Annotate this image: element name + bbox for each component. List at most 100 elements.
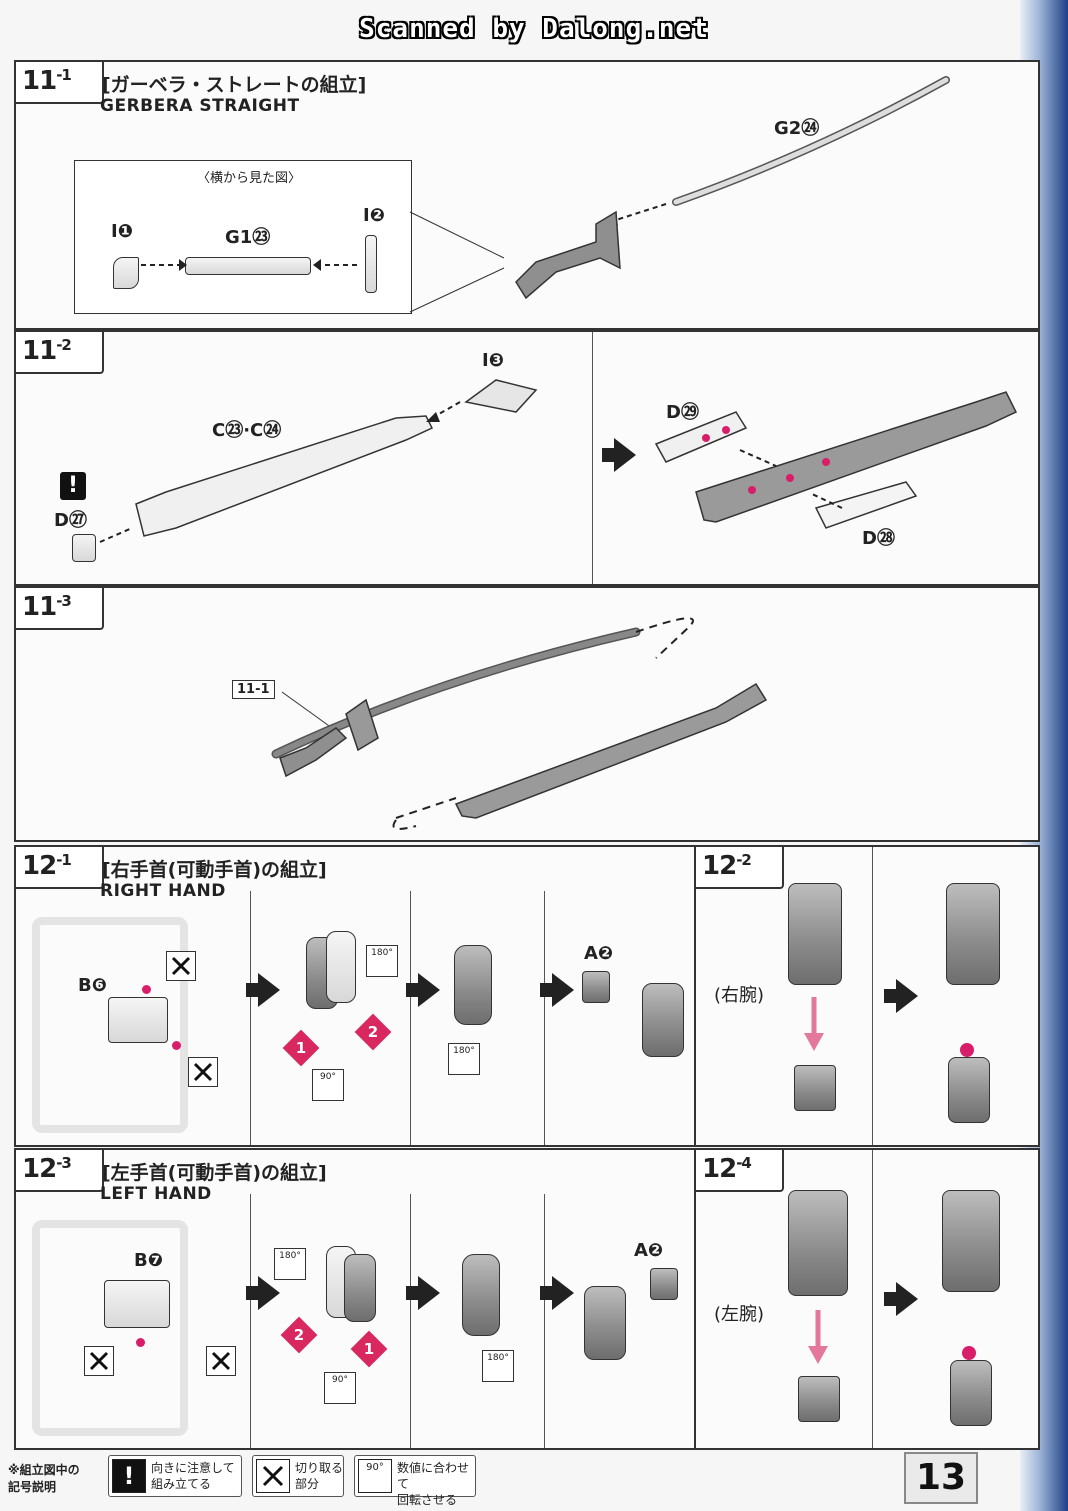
order-badge-2: 2 <box>354 1013 392 1051</box>
legend-text: 切り取る 部分 <box>295 1461 344 1491</box>
rotate-icon: 90° <box>312 1069 344 1101</box>
sheath-cap-piece <box>72 534 96 562</box>
step-12-1-panel: 12-1 [右手首(可動手首)の組立] RIGHT HAND B❻ 1 2 18… <box>14 845 696 1147</box>
panel-divider <box>872 847 873 1145</box>
step-arrow <box>540 973 574 1007</box>
assembled-hand <box>948 1057 990 1123</box>
part-label-g2-24: G2㉔ <box>774 118 820 139</box>
symbol-legend: ※組立図中の 記号説明 ! 向きに注意して 組み立てる 切り取る 部分 90° … <box>0 1450 1068 1511</box>
wrist-cap-piece <box>650 1268 678 1300</box>
caution-icon: ! <box>60 472 86 500</box>
panel-divider <box>250 891 251 1145</box>
forearm-piece <box>946 883 1000 985</box>
step-number: 12-1 <box>22 851 72 881</box>
legend-item-cut: 切り取る 部分 <box>252 1455 344 1497</box>
step-arrow <box>540 1276 574 1310</box>
nipper-icon <box>206 1346 236 1376</box>
panel-divider <box>592 332 593 584</box>
forearm-piece <box>942 1190 1000 1292</box>
order-badge-1: 1 <box>282 1029 320 1067</box>
step-11-3-panel: 11-3 11-1 <box>14 586 1040 842</box>
gate-mark <box>136 1338 145 1347</box>
step-title-en: GERBERA STRAIGHT <box>100 96 300 116</box>
step-number: 12-4 <box>702 1154 752 1184</box>
side-view-inset: 〈横から見た図〉 I❶ G1㉓ I❷ <box>74 160 412 314</box>
part-label-a2: A❷ <box>634 1240 664 1261</box>
panel-divider <box>250 1194 251 1448</box>
runner-frame <box>32 1220 188 1436</box>
part-label-i3: I❸ <box>482 350 504 371</box>
step-arrow <box>406 1276 440 1310</box>
step-number-box <box>696 847 784 889</box>
assembled-hand <box>642 983 684 1057</box>
insert-arrow <box>808 1310 828 1364</box>
order-badge-2: 2 <box>280 1316 318 1354</box>
step-number-box <box>16 332 104 374</box>
step-number: 11-1 <box>22 66 72 96</box>
rotate-icon: 90° <box>324 1372 356 1404</box>
panel-divider <box>872 1150 873 1448</box>
step-title-jp: [左手首(可動手首)の組立] <box>102 1162 327 1184</box>
step-number-box <box>16 847 104 889</box>
legend-heading: ※組立図中の 記号説明 <box>8 1463 80 1494</box>
joint-mark <box>962 1346 976 1360</box>
legend-text: 数値に合わせて 回転させる <box>397 1461 470 1507</box>
nipper-icon <box>84 1346 114 1376</box>
nipper-icon <box>188 1057 218 1087</box>
panel-divider <box>544 1194 545 1448</box>
step-number-box <box>16 1150 104 1192</box>
assembled-hand <box>950 1360 992 1426</box>
rotated-hand-piece <box>454 945 492 1025</box>
hand-parts-on-runner <box>104 1280 170 1328</box>
part-label-i1: I❶ <box>111 221 133 242</box>
step-11-2-panel: 11-2 I❸ C㉓·C㉔ D㉗ ! D㉙ D㉘ <box>14 330 1040 586</box>
pommel-piece <box>365 235 377 293</box>
forearm-piece <box>788 883 842 985</box>
legend-item-rotate: 90° 数値に合わせて 回転させる <box>354 1455 476 1507</box>
part-label-a2: A❷ <box>584 943 614 964</box>
step-number: 11-2 <box>22 336 72 366</box>
gate-mark <box>172 1041 181 1050</box>
assembled-hand <box>584 1286 626 1360</box>
forearm-piece <box>788 1190 848 1296</box>
step-title-jp: [右手首(可動手首)の組立] <box>102 859 327 881</box>
scan-watermark: Scanned by Dalong.net <box>359 14 709 44</box>
sword-and-sheath-drawing <box>271 617 768 830</box>
part-label-b7: B❼ <box>134 1250 163 1271</box>
step-title-en: LEFT HAND <box>100 1184 212 1204</box>
step-arrow <box>246 973 280 1007</box>
reference-tag: 11-1 <box>232 680 275 699</box>
guard-piece <box>113 257 139 289</box>
step-number: 12-2 <box>702 851 752 881</box>
insert-arrow <box>804 997 824 1051</box>
step-11-1-panel: 11-1 [ガーベラ・ストレートの組立] GERBERA STRAIGHT 〈横… <box>14 60 1040 330</box>
step-number: 11-3 <box>22 592 72 622</box>
hand-cover-piece <box>326 931 356 1003</box>
page-number: 13 <box>904 1452 978 1504</box>
inset-arrows <box>141 259 357 271</box>
joint-mark <box>960 1043 974 1057</box>
step-arrow <box>406 973 440 1007</box>
panel-divider <box>544 891 545 1145</box>
open-hand-piece <box>344 1254 376 1322</box>
rotate-icon: 90° <box>358 1459 392 1493</box>
step-arrow <box>602 438 636 472</box>
step-12-2-panel: 12-2 (右腕) <box>694 845 1040 1147</box>
step-number-box <box>696 1150 784 1192</box>
caution-icon: ! <box>112 1459 146 1493</box>
inset-leader-lines <box>409 76 950 313</box>
hand-joint-piece <box>798 1376 840 1422</box>
step-number-box <box>16 62 104 104</box>
rotate-icon: 180° <box>482 1350 514 1382</box>
hand-joint-piece <box>794 1065 836 1111</box>
gate-mark <box>142 985 151 994</box>
rotate-icon: 180° <box>274 1248 306 1280</box>
part-label-i2: I❷ <box>363 205 385 226</box>
runner-frame <box>32 917 188 1133</box>
hand-parts-on-runner <box>108 997 168 1043</box>
step-title-jp: [ガーベラ・ストレートの組立] <box>102 74 367 96</box>
step-arrow <box>884 1282 918 1316</box>
step-number: 12-3 <box>22 1154 72 1184</box>
wrist-cap-piece <box>582 971 610 1003</box>
